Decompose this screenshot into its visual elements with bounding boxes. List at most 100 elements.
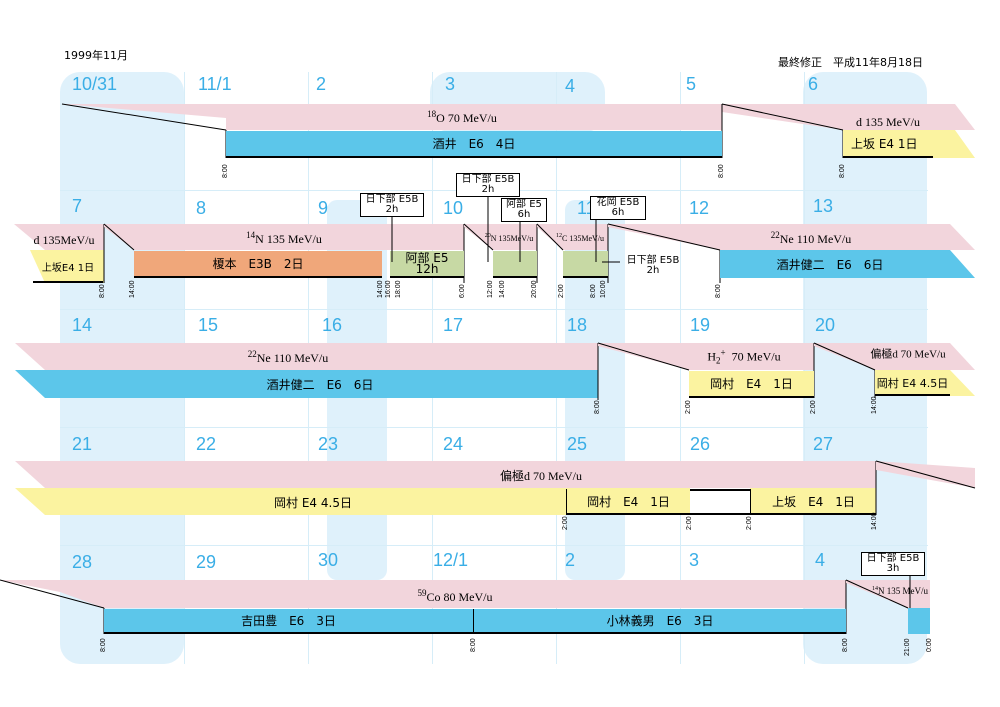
day-number: 9 xyxy=(318,198,329,218)
time-marker: 2:00 xyxy=(810,400,817,414)
time-marker: 0:00 xyxy=(926,638,933,652)
day-number: 13 xyxy=(813,196,834,216)
day-number: 23 xyxy=(318,434,339,454)
beam-label-pold: 偏極d 70 MeV/u xyxy=(870,348,946,361)
grid-v3 xyxy=(432,72,433,664)
experiment-block[interactable]: 酒井 E6 4日 xyxy=(226,131,722,158)
time-marker: 8:00 xyxy=(470,638,477,652)
time-marker: 6:00 xyxy=(459,284,466,298)
day-number: 4 xyxy=(565,76,576,96)
beam-label-o18: 18O 70 MeV/u xyxy=(427,109,497,125)
grid-v6 xyxy=(804,72,805,664)
time-marker: 2:00 xyxy=(746,516,753,530)
experiment-block[interactable]: 上坂E4 1日 xyxy=(33,251,103,283)
day-number: 8 xyxy=(196,198,207,218)
time-marker: 20:00 xyxy=(531,280,538,298)
day-number: 3 xyxy=(689,550,700,570)
day-number: 25 xyxy=(567,434,588,454)
beam-label-c12: 12C 135MeV/u xyxy=(556,233,604,243)
beam-label-d: d 135MeV/u xyxy=(33,233,95,247)
experiment-block[interactable] xyxy=(563,251,608,278)
grid-v5 xyxy=(680,72,681,664)
experiment-block[interactable]: 上坂 E4 1日 xyxy=(843,131,933,158)
revision-date: 最終修正 平成11年8月18日 xyxy=(778,56,923,69)
experiment-block[interactable]: 吉田豊 E6 3日 xyxy=(104,609,474,634)
day-number: 4 xyxy=(815,550,826,570)
day-number: 15 xyxy=(198,315,219,335)
beam-label-h2: H2+ 70 MeV/u xyxy=(707,347,781,366)
time-marker: 14:00 xyxy=(129,280,136,298)
grid-v4 xyxy=(556,72,557,664)
time-marker: 14:00 xyxy=(871,512,878,530)
beam-label-ne22: 22Ne 110 MeV/u xyxy=(770,230,852,246)
watermark-column-sun xyxy=(60,72,184,664)
experiment-block[interactable]: 酒井健二 E6 6日 xyxy=(776,258,884,272)
experiment-block[interactable]: 上坂 E4 1日 xyxy=(750,489,876,515)
time-marker: 21:00 xyxy=(904,638,911,656)
experiment-block[interactable]: 岡村 E4 4.5日 xyxy=(274,495,352,510)
day-number: 29 xyxy=(196,552,217,572)
day-number: 6 xyxy=(808,74,819,94)
day-number: 19 xyxy=(690,315,711,335)
idle-line xyxy=(690,513,750,515)
day-number: 12/1 xyxy=(433,550,469,570)
grid-v2 xyxy=(308,72,309,664)
time-marker: 16:00 xyxy=(385,280,392,298)
time-marker: 8:00 xyxy=(99,284,106,298)
time-marker: 8:00 xyxy=(842,638,849,652)
experiment-block[interactable]: 酒井健二 E6 6日 xyxy=(266,378,374,392)
time-marker: 8:00 xyxy=(594,400,601,414)
experiment-block[interactable]: 榎本 E3B 2日 xyxy=(134,251,382,278)
day-number: 10 xyxy=(443,198,464,218)
grid-h3 xyxy=(60,427,928,428)
experiment-block[interactable]: 岡村 E4 1日 xyxy=(566,489,690,515)
day-number: 11/1 xyxy=(198,74,232,94)
day-number: 21 xyxy=(72,434,93,454)
beam-label-n14: 14N 135 MeV/u xyxy=(872,586,928,596)
time-marker: 18:00 xyxy=(395,280,402,298)
day-number: 2 xyxy=(316,74,327,94)
day-number: 28 xyxy=(72,552,93,572)
day-number: 20 xyxy=(815,315,836,335)
time-marker: 12:00 xyxy=(487,280,494,298)
time-marker: 8:00 xyxy=(222,164,229,178)
experiment-block[interactable] xyxy=(493,251,537,278)
time-marker: 2:00 xyxy=(558,284,565,298)
time-marker: 2:00 xyxy=(685,400,692,414)
experiment-block[interactable]: 岡村 E4 4.5日 xyxy=(875,371,950,396)
beam-label-pold: 偏極d 70 MeV/u xyxy=(500,469,582,483)
beam-label-ne22: 22Ne 110 MeV/u xyxy=(247,349,329,365)
experiment-block[interactable]: 岡村 E4 1日 xyxy=(689,371,814,398)
grid-h4 xyxy=(60,545,928,546)
day-number: 26 xyxy=(690,434,711,454)
beam-label-n14b: 20N 135MeV/u xyxy=(484,233,534,243)
day-number: 30 xyxy=(318,550,339,570)
day-number: 17 xyxy=(443,315,464,335)
day-number: 10/31 xyxy=(72,74,118,94)
day-number: 5 xyxy=(686,74,697,94)
day-number: 22 xyxy=(196,434,217,454)
time-marker: 8:00 xyxy=(718,164,725,178)
time-marker: 10:00 xyxy=(600,280,607,298)
grid-h2 xyxy=(60,309,928,310)
time-marker: 8:00 xyxy=(590,284,597,298)
day-number: 27 xyxy=(813,434,834,454)
time-marker: 14:00 xyxy=(377,280,384,298)
day-number: 7 xyxy=(72,196,83,216)
beam-label-n14: 14N 135 MeV/u xyxy=(246,230,322,246)
beam-band-h2-w3 xyxy=(598,343,814,370)
day-number: 18 xyxy=(567,315,588,335)
experiment-block[interactable]: 小林義男 E6 3日 xyxy=(474,609,846,634)
time-marker: 2:00 xyxy=(686,516,693,530)
day-number: 24 xyxy=(443,434,464,454)
time-marker: 14:00 xyxy=(871,396,878,414)
time-marker: 8:00 xyxy=(100,638,107,652)
beam-label-co59: 59Co 80 MeV/u xyxy=(417,588,493,604)
